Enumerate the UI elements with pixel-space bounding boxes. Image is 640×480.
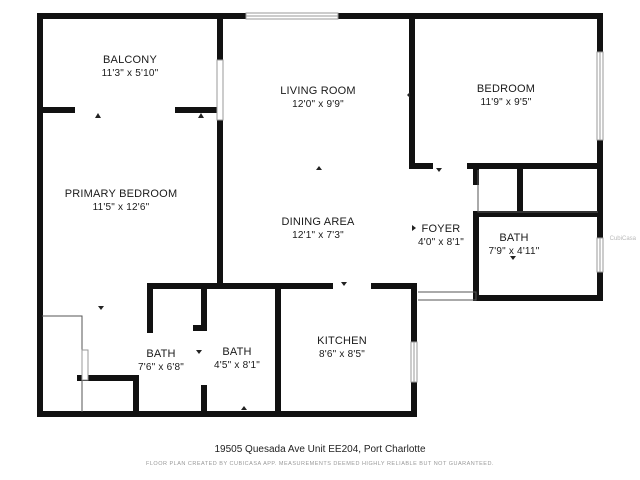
room-bedroom: BEDROOM 11'9" x 9'5" xyxy=(477,83,535,109)
room-name: BATH xyxy=(146,348,176,360)
window-balcony xyxy=(216,59,224,121)
room-name: BEDROOM xyxy=(476,83,536,95)
room-name: DINING AREA xyxy=(281,216,355,228)
room-name: BATH xyxy=(499,232,529,244)
room-dimensions: 11'5" x 12'6" xyxy=(92,202,150,213)
room-dimensions: 8'6" x 8'5" xyxy=(319,349,365,360)
closet-outline xyxy=(42,315,83,412)
room-dimensions: 12'0" x 9'9" xyxy=(292,99,344,110)
room-name: FOYER xyxy=(421,223,461,235)
room-foyer: FOYER 4'0" x 8'1" xyxy=(418,223,464,249)
room-kitchen: KITCHEN 8'6" x 8'5" xyxy=(317,335,367,361)
room-name: BALCONY xyxy=(103,54,157,66)
room-name: PRIMARY BEDROOM xyxy=(64,188,178,200)
property-address: 19505 Quesada Ave Unit EE204, Port Charl… xyxy=(214,444,426,455)
room-bath-primary: BATH 7'6" x 6'8" xyxy=(138,348,184,374)
room-living-room: LIVING ROOM 12'0" x 9'9" xyxy=(280,85,356,111)
walls xyxy=(37,13,603,417)
door-markers xyxy=(95,92,516,410)
room-dimensions: 7'9" x 4'11" xyxy=(488,246,540,257)
window-pbath xyxy=(81,349,89,381)
room-dimensions: 7'6" x 6'8" xyxy=(138,362,184,373)
room-primary-bedroom: PRIMARY BEDROOM 11'5" x 12'6" xyxy=(65,188,178,214)
foyer-outline xyxy=(418,291,477,301)
room-name: KITCHEN xyxy=(317,335,367,347)
room-dimensions: 4'0" x 8'1" xyxy=(418,237,464,248)
room-dimensions: 12'1" x 7'3" xyxy=(292,230,344,241)
room-name: BATH xyxy=(222,346,252,358)
room-name: LIVING ROOM xyxy=(280,85,356,97)
room-dimensions: 11'9" x 9'5" xyxy=(480,97,532,108)
room-bath-right: BATH 7'9" x 4'11" xyxy=(489,232,540,258)
room-bath-middle: BATH 4'5" x 8'1" xyxy=(214,346,260,372)
watermark-logo: CubiCasa xyxy=(609,236,636,242)
closet-right-outline xyxy=(477,170,598,213)
room-dining-area: DINING AREA 12'1" x 7'3" xyxy=(281,216,354,242)
room-balcony: BALCONY 11'3" x 5'10" xyxy=(102,54,159,80)
room-dimensions: 4'5" x 8'1" xyxy=(214,360,260,371)
room-dimensions: 11'3" x 5'10" xyxy=(101,68,159,79)
disclaimer-note: FLOOR PLAN CREATED BY CUBICASA APP. MEAS… xyxy=(146,461,494,467)
windows xyxy=(81,12,604,383)
